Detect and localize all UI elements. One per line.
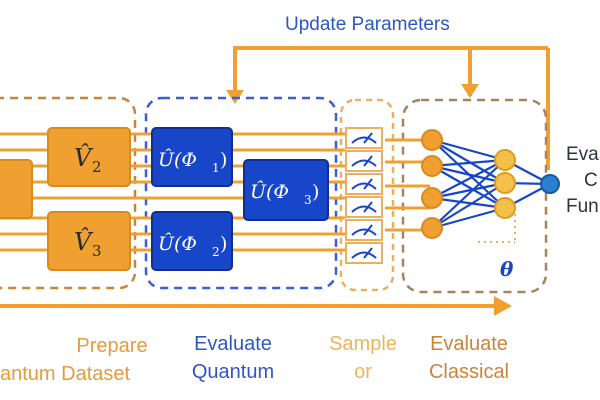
gate-left-partial xyxy=(0,159,33,219)
nn-input-node xyxy=(421,217,443,239)
cost-function-label: Eva C Fun xyxy=(566,142,599,220)
meter-icon xyxy=(345,219,383,241)
sample-box xyxy=(339,98,395,292)
nn-input-node xyxy=(421,155,443,177)
theta-label: θ xyxy=(500,257,514,281)
gate-u-phi2: Û(Φ 2 ) xyxy=(151,211,233,271)
update-parameters-label: Update Parameters xyxy=(285,14,450,35)
side-line: Fun xyxy=(566,196,599,217)
meter-icon xyxy=(345,242,383,264)
svg-text:): ) xyxy=(220,233,227,255)
nn-hidden-node xyxy=(494,172,516,194)
gate-u-phi1: Û(Φ 1 ) xyxy=(151,127,233,187)
gate-v2-subscript: 2 xyxy=(92,158,102,176)
prepare-dataset-caption: Prepare antum Dataset xyxy=(0,332,172,388)
caption-line: Prepare xyxy=(76,335,148,357)
meter-icon xyxy=(345,196,383,218)
evaluate-quantum-caption: Evaluate Quantum xyxy=(168,330,298,386)
caption-line: Evaluate xyxy=(194,333,272,355)
meter-icon xyxy=(345,173,383,195)
neural-network: θ xyxy=(421,129,560,281)
svg-text:3: 3 xyxy=(304,193,312,207)
gate-v2-symbol: V̂ xyxy=(74,144,94,172)
svg-text:2: 2 xyxy=(212,245,220,259)
nn-edges xyxy=(431,138,551,230)
nn-output-node xyxy=(540,174,560,194)
caption-line: Evaluate xyxy=(430,333,508,355)
meter-icon xyxy=(345,127,383,149)
caption-line: or xyxy=(354,361,372,383)
gate-u-phi3: Û(Φ 3 ) xyxy=(243,159,329,221)
gate-v3: V̂ 3 xyxy=(47,211,131,271)
side-line: Eva xyxy=(566,144,599,165)
gate-v3-symbol: V̂ xyxy=(74,228,94,256)
meter-icon xyxy=(345,150,383,172)
nn-hidden-node xyxy=(494,197,516,219)
pipeline-arrow xyxy=(0,296,512,316)
caption-line: Classical xyxy=(428,361,510,383)
nn-input-node xyxy=(421,187,443,209)
prepare-dataset-box xyxy=(0,96,137,290)
nn-hidden-node xyxy=(494,149,516,171)
evaluate-classical-caption: Evaluate Classical xyxy=(414,330,524,386)
caption-line: Quantum xyxy=(191,361,275,383)
evaluate-classical-box xyxy=(401,98,548,294)
svg-text:): ) xyxy=(312,181,319,203)
gate-v3-subscript: 3 xyxy=(92,242,102,260)
svg-text:Û(Φ: Û(Φ xyxy=(158,232,197,255)
svg-text:): ) xyxy=(220,149,227,171)
caption-line: antum Dataset xyxy=(0,363,131,385)
caption-line: Sample xyxy=(329,333,397,355)
measurement-meters xyxy=(345,127,383,264)
side-line: C xyxy=(584,170,598,191)
gate-v2: V̂ 2 xyxy=(47,127,131,187)
svg-text:Û(Φ: Û(Φ xyxy=(158,148,197,171)
svg-text:Û(Φ: Û(Φ xyxy=(250,180,289,203)
nn-input-node xyxy=(421,129,443,151)
sample-caption: Sample or xyxy=(318,330,408,386)
svg-text:1: 1 xyxy=(212,161,220,175)
